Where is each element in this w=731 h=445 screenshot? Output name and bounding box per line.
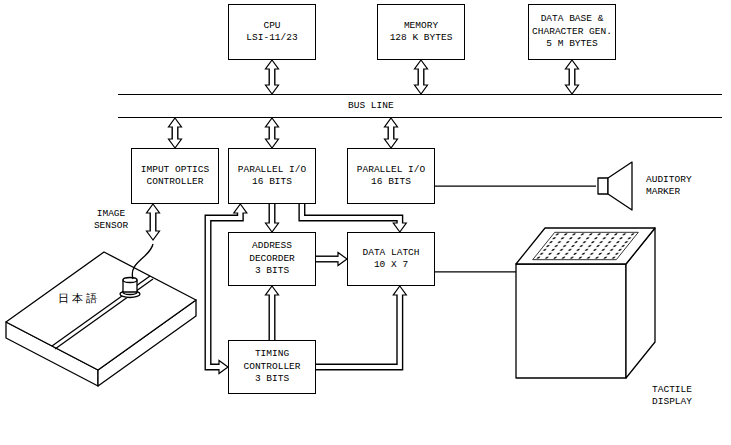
display-front <box>516 264 626 378</box>
memory-box: MEMORY128 K BYTES <box>377 4 465 60</box>
image-sensor-device <box>6 244 196 386</box>
box-label: CPU <box>231 20 313 32</box>
tactile-display-device <box>516 228 655 378</box>
guide-rail <box>52 276 150 346</box>
speaker-symbol <box>598 162 632 210</box>
bus-line: BUS LINE <box>118 94 722 118</box>
device-label: 日本語 <box>58 292 118 306</box>
arrow-hollow <box>316 293 400 367</box>
box-label: LSI-11/23 <box>231 32 313 44</box>
box-label: 3 BITS <box>231 373 313 385</box>
bus-arrow <box>415 60 428 94</box>
guide-rail <box>55 279 153 349</box>
box-label: 10 X 7 <box>350 259 432 271</box>
box-label: DATA BASE & CHARACTER GEN. <box>531 13 613 38</box>
box-label: 128 K BYTES <box>380 32 462 44</box>
timing-controller-box: TIMING CONTROLLER3 BITS <box>228 340 316 394</box>
arrow-hollow <box>270 293 274 340</box>
speaker-wire <box>435 186 596 187</box>
arrow-hollow <box>302 204 400 225</box>
pin-array <box>533 232 639 259</box>
wire-line <box>435 185 596 186</box>
auditory-marker: AUDITORY MARKER <box>596 160 726 212</box>
speaker-cone <box>608 162 632 210</box>
arrow-hollow <box>270 125 274 141</box>
image-sensor: IMAGE SENSOR日本語 <box>2 240 226 390</box>
wire-line <box>435 271 516 272</box>
sensor-top <box>123 278 137 283</box>
bus-arrow <box>169 118 182 148</box>
box-label: PARALLEL I/O <box>350 164 432 176</box>
arrow-shaft <box>302 204 400 223</box>
bus-arrow <box>566 60 579 94</box>
box-label: 16 BITS <box>350 176 432 188</box>
box-label: 16 BITS <box>231 176 313 188</box>
box-label: DATA LATCH <box>350 247 432 259</box>
arrow-hollow <box>419 67 423 87</box>
optics-arrow <box>147 204 160 240</box>
arrow-hollow <box>316 257 340 261</box>
arrow-shaft <box>316 295 400 367</box>
device-label: IMAGE SENSOR <box>82 208 140 233</box>
control-arrow <box>266 286 279 340</box>
control-arrow <box>316 286 406 367</box>
display-top <box>516 228 655 264</box>
box-label: IMPUT OPTICS CONTROLLER <box>134 164 216 189</box>
controller-box: IMPUT OPTICS CONTROLLER <box>131 148 219 204</box>
arrow-hollow <box>389 125 393 141</box>
tray-top <box>6 252 196 370</box>
sensor-cable <box>132 244 153 279</box>
data-arrow <box>302 204 406 232</box>
address-decoder-box: ADDRESS DECORDER3 BITS <box>228 232 316 286</box>
parallel-io-box: PARALLEL I/O16 BITS <box>347 148 435 204</box>
box-label: 5 M BYTES <box>531 38 613 50</box>
bus-arrow <box>266 118 279 148</box>
bus-arrow <box>266 60 279 94</box>
arrow-hollow <box>570 67 574 87</box>
speaker-magnet <box>598 178 608 194</box>
database-box: DATA BASE & CHARACTER GEN.5 M BYTES <box>528 4 616 60</box>
box-label: ADDRESS DECORDER <box>231 240 313 265</box>
box-label: MEMORY <box>380 20 462 32</box>
arrow-hollow <box>270 67 274 87</box>
display-wire <box>435 271 516 272</box>
box-label: 3 BITS <box>231 265 313 277</box>
data-latch-box: DATA LATCH10 X 7 <box>347 232 435 286</box>
bus-arrow <box>385 118 398 148</box>
device-label: TACTILE DISPLAY <box>641 384 703 409</box>
data-arrow <box>266 204 279 232</box>
box-label: PARALLEL I/O <box>231 164 313 176</box>
arrow-hollow <box>173 125 177 141</box>
arrow-hollow <box>151 211 155 233</box>
tactile-display: TACTILE DISPLAY <box>516 226 657 380</box>
bus-label: BUS LINE <box>348 100 394 112</box>
device-label: AUDITORY MARKER <box>646 174 724 199</box>
box-label: TIMING CONTROLLER <box>231 348 313 373</box>
arrow-hollow <box>270 204 274 225</box>
cpu-box: CPULSI-11/23 <box>228 4 316 60</box>
parallel-io-box: PARALLEL I/O16 BITS <box>228 148 316 204</box>
data-arrow <box>316 253 347 266</box>
